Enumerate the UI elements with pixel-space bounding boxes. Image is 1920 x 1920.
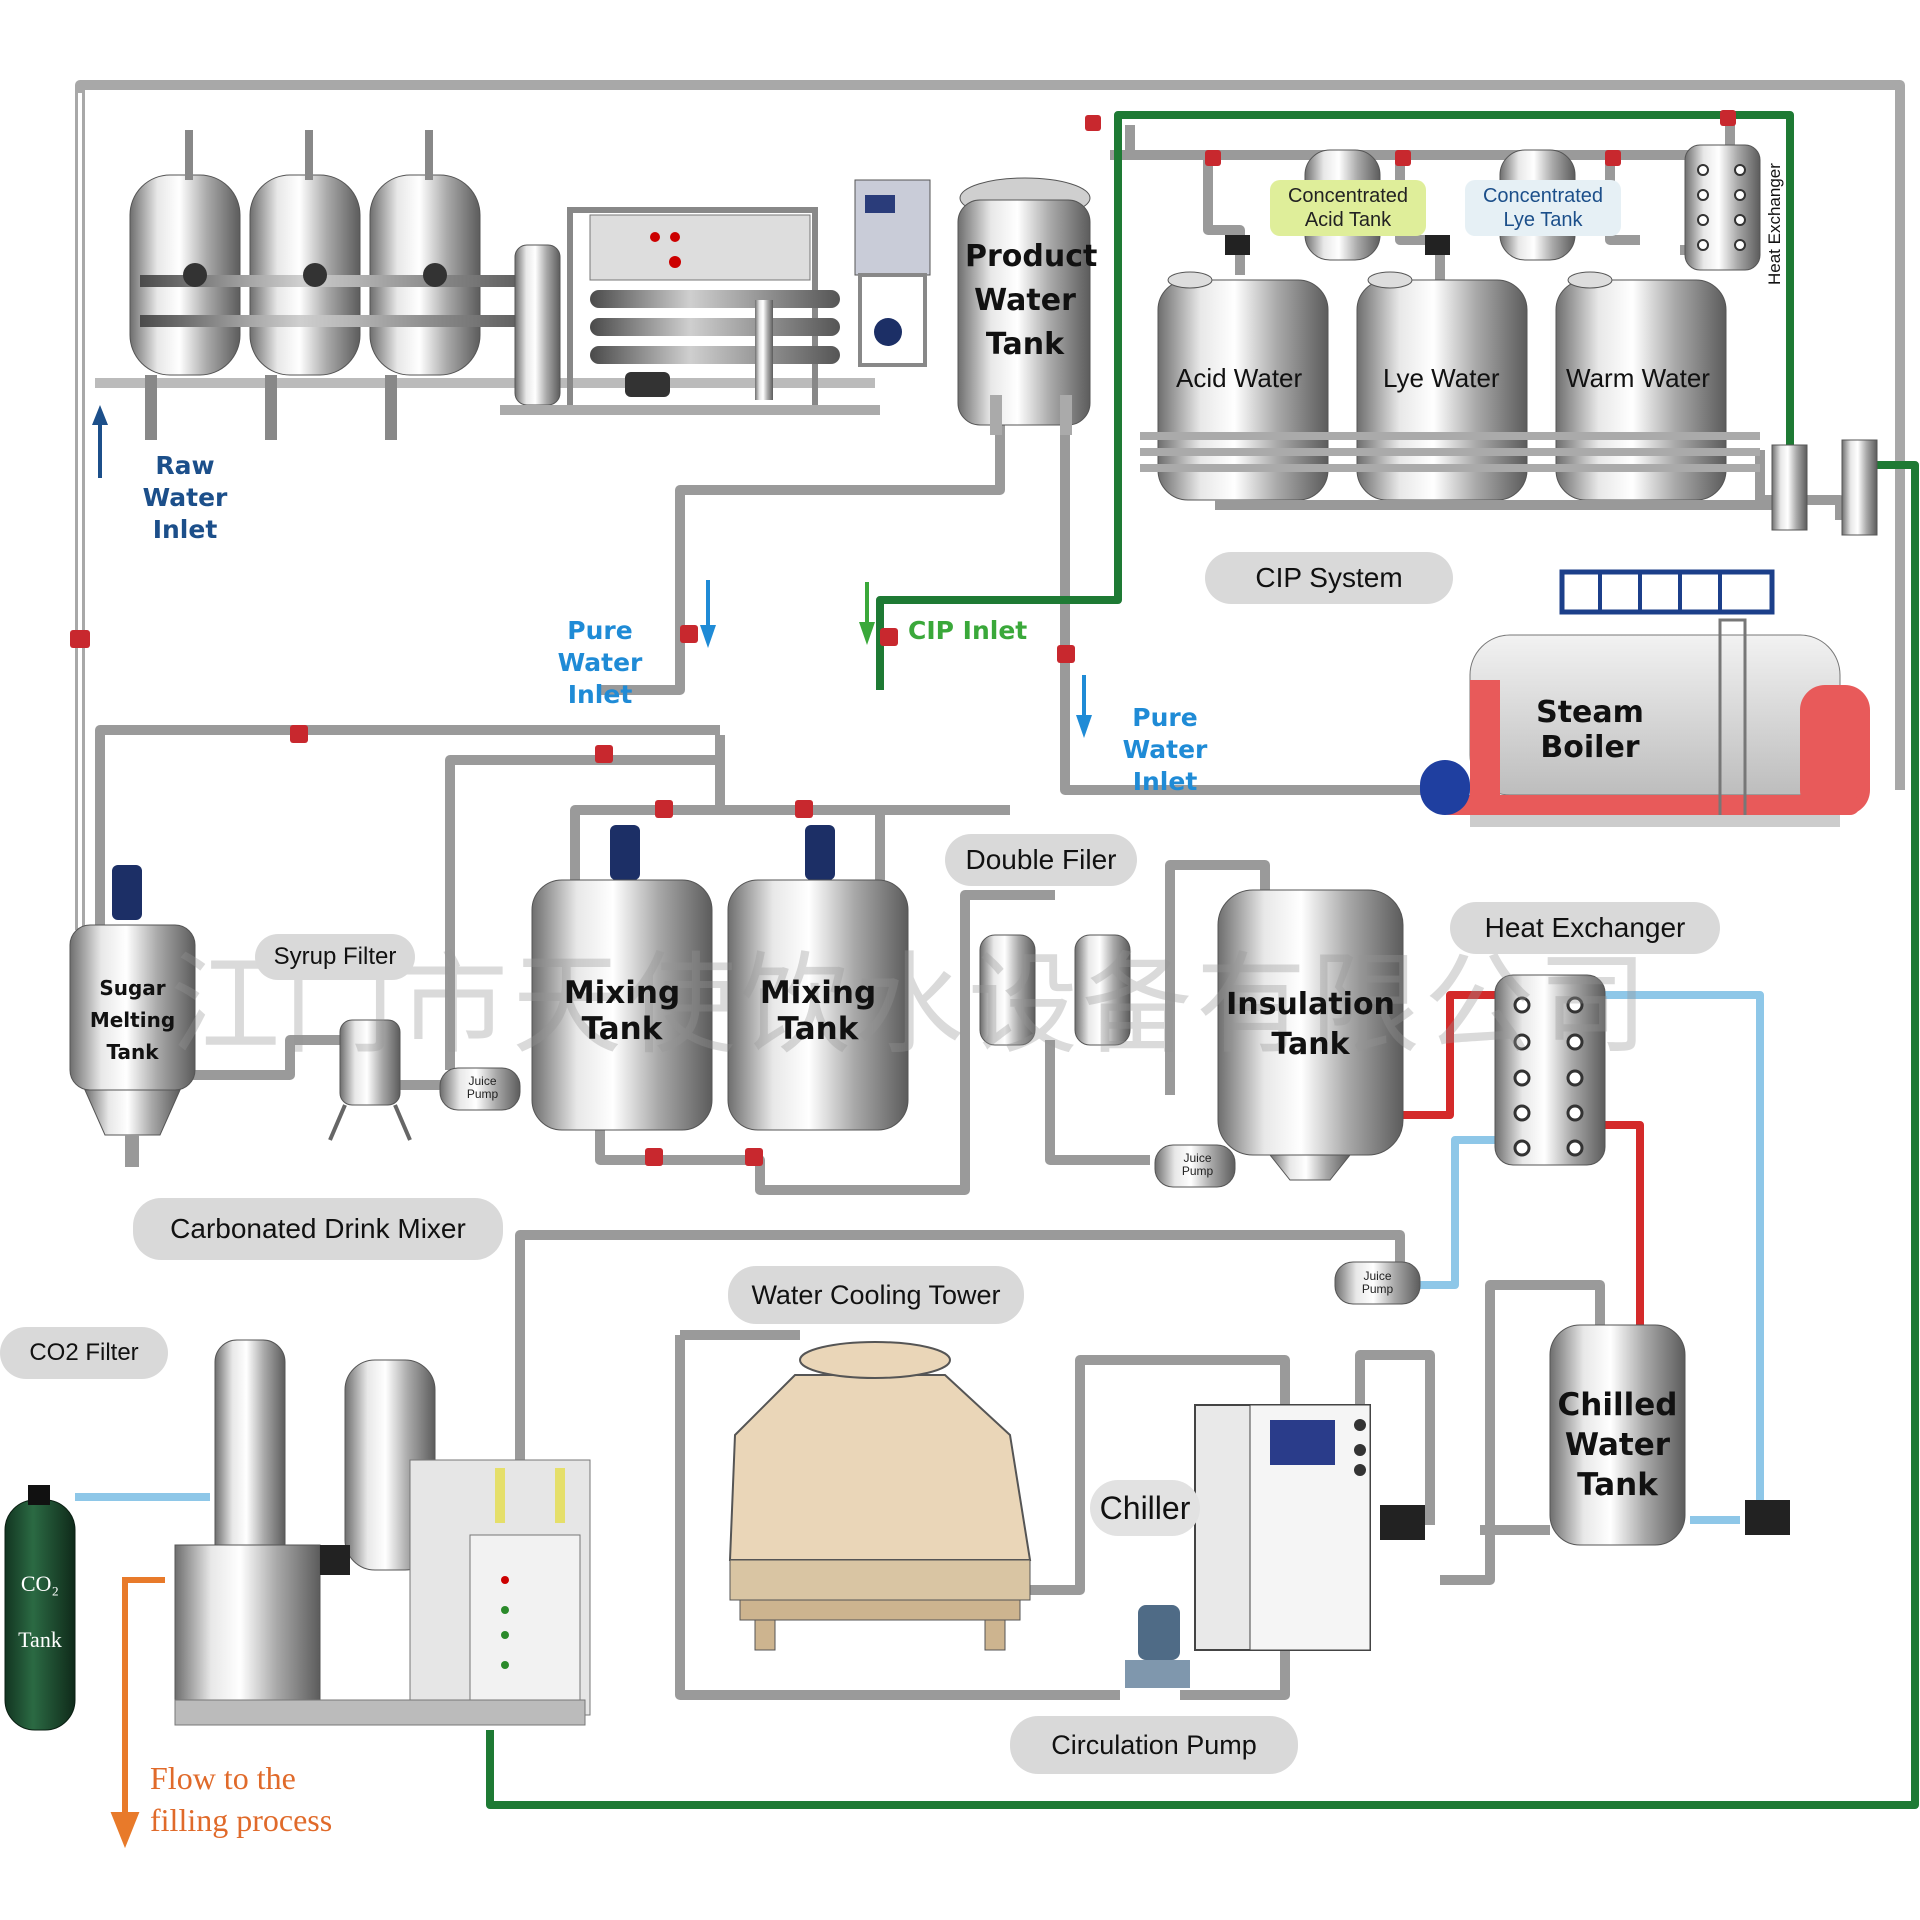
co2-tank-label: CO₂ Tank: [18, 1571, 62, 1652]
pipe-valves: [70, 110, 1736, 1166]
ro-unit: [500, 207, 880, 415]
sugar-melting-tank-label: Sugar Melting Tank: [89, 976, 176, 1064]
juice-pump-3-label: Juice Pump: [1361, 1269, 1394, 1296]
mixing-tanks: [531, 825, 909, 1131]
juice-pump-lower: [1334, 1261, 1421, 1305]
flow-to-filling-label: Flow to the filling process: [150, 1760, 333, 1838]
watermark-text: 江门市天使饮水设备有限公司: [170, 941, 1652, 1069]
circulation-pump-unit: [1125, 1605, 1190, 1688]
heat-exchanger-top-label: Heat Exchanger: [1765, 163, 1784, 285]
insulation-tank: [1217, 889, 1404, 1181]
mixing-tank-2-label: Mixing Tank: [759, 975, 877, 1047]
mixing-tank-1-label: Mixing Tank: [563, 975, 681, 1047]
raw-water-filters: [95, 130, 875, 440]
syrup-filter-pill: Syrup Filter: [255, 934, 415, 980]
steam-boiler-label: Steam Boiler: [1536, 695, 1644, 765]
uv-sterilizer: [854, 179, 931, 367]
pure-water-inlet-label-2: Pure Water Inlet: [1122, 703, 1208, 796]
juice-pump-2-label: Juice Pump: [1181, 1151, 1214, 1178]
insulation-tank-label: Insulation Tank: [1226, 987, 1395, 1062]
product-water-tank-label: Product Water Tank: [965, 239, 1098, 362]
cip-inlet-label: CIP Inlet: [908, 616, 1028, 645]
chiller-pill: Chiller: [1090, 1480, 1200, 1536]
chilled-water-tank: [1549, 1324, 1790, 1546]
sugar-melting-tank: [69, 865, 196, 1167]
juice-pump-1-label: Juice Pump: [466, 1074, 499, 1101]
cip-system-pill: CIP System: [1205, 552, 1453, 604]
heat-exchanger-pill: Heat Exchanger: [1450, 902, 1720, 954]
lye-water-label: Lye Water: [1383, 363, 1500, 393]
water-cooling-tower-pill: Water Cooling Tower: [728, 1266, 1024, 1324]
warm-water-label: Warm Water: [1566, 363, 1710, 393]
chilled-water-tank-label: Chilled Water Tank: [1557, 1387, 1678, 1503]
syrup-filter-unit: [328, 1019, 521, 1141]
acid-water-label: Acid Water: [1176, 363, 1303, 393]
concentrated-acid-tank-label: Concentrated Acid Tank: [1270, 180, 1426, 236]
double-filer-pill: Double Filer: [945, 834, 1137, 886]
co2-filter-pill: CO2 Filter: [0, 1327, 168, 1379]
chiller-unit: [1194, 1404, 1425, 1651]
carbonated-drink-mixer-unit: [174, 1339, 591, 1726]
cip-system: [1140, 144, 1878, 536]
pure-water-inlet-label-1: Pure Water Inlet: [557, 616, 643, 709]
raw-water-inlet-label: Raw Water Inlet: [142, 451, 228, 544]
carbonated-drink-mixer-pill: Carbonated Drink Mixer: [133, 1198, 503, 1260]
plate-heat-exchanger: [1494, 974, 1606, 1166]
orange-flow-pipe: [110, 1577, 165, 1849]
water-cooling-tower: [728, 1341, 1032, 1651]
steam-boiler: [1420, 569, 1870, 827]
flow-arrows: [92, 405, 1092, 738]
concentrated-lye-tank-label: Concentrated Lye Tank: [1465, 180, 1621, 236]
circulation-pump-pill: Circulation Pump: [1010, 1716, 1298, 1774]
product-water-tank: [957, 177, 1091, 435]
double-filter-unit: [979, 934, 1236, 1188]
